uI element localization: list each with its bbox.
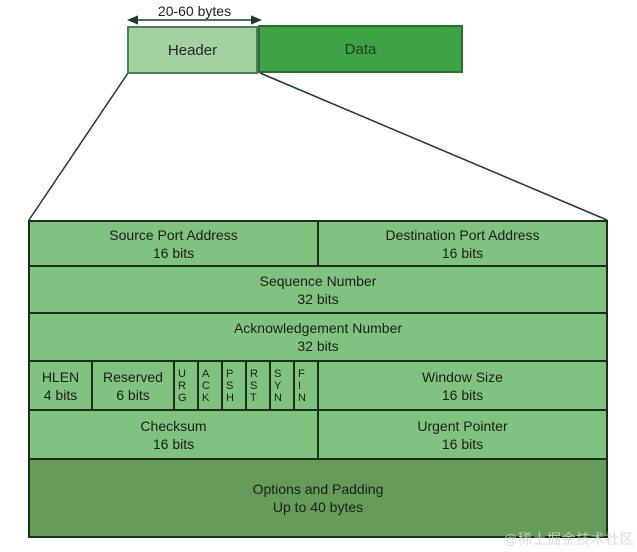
- row-checksum-urgent: Checksum 16 bits Urgent Pointer 16 bits: [30, 409, 606, 458]
- cell-destination-port: Destination Port Address 16 bits: [317, 222, 606, 265]
- cell-reserved: Reserved 6 bits: [91, 362, 173, 409]
- size-annotation: 20-60 bytes: [157, 3, 232, 19]
- flag-syn: S Y N: [269, 362, 293, 409]
- cell-source-port: Source Port Address 16 bits: [109, 226, 238, 261]
- tcp-header-field-table: Source Port Address 16 bits Destination …: [28, 220, 608, 538]
- flag-urg: U R G: [173, 362, 197, 409]
- segment-header-label: Header: [167, 41, 218, 59]
- expansion-line-right: [259, 72, 608, 221]
- segment-data-box: Data: [258, 25, 463, 73]
- row-acknowledgement-number: Acknowledgement Number 32 bits: [30, 312, 606, 360]
- expansion-line-left: [28, 72, 129, 221]
- cell-window-size: Window Size 16 bits: [317, 362, 606, 409]
- flag-psh: P S H: [221, 362, 245, 409]
- cell-checksum: Checksum 16 bits: [140, 417, 207, 452]
- cell-acknowledgement-number: Acknowledgement Number 32 bits: [233, 320, 403, 354]
- segment-header-box: Header: [127, 26, 258, 74]
- segment-data-label: Data: [344, 40, 377, 58]
- row-port-addresses: Source Port Address 16 bits Destination …: [30, 222, 606, 265]
- row-flags-window: HLEN 4 bits Reserved 6 bits U R G A C K …: [30, 360, 606, 409]
- cell-sequence-number: Sequence Number 32 bits: [259, 272, 377, 307]
- cell-urgent-pointer: Urgent Pointer 16 bits: [317, 411, 606, 458]
- row-options-padding: Options and Padding Up to 40 bytes: [30, 458, 606, 536]
- flag-rst: R S T: [245, 362, 269, 409]
- row-sequence-number: Sequence Number 32 bits: [30, 265, 606, 312]
- flag-fin: F I N: [293, 362, 317, 409]
- cell-options-padding: Options and Padding Up to 40 bytes: [30, 460, 606, 536]
- flag-ack: A C K: [197, 362, 221, 409]
- watermark-text: @稀土掘金技术社区: [503, 531, 634, 547]
- cell-hlen: HLEN 4 bits: [41, 368, 80, 403]
